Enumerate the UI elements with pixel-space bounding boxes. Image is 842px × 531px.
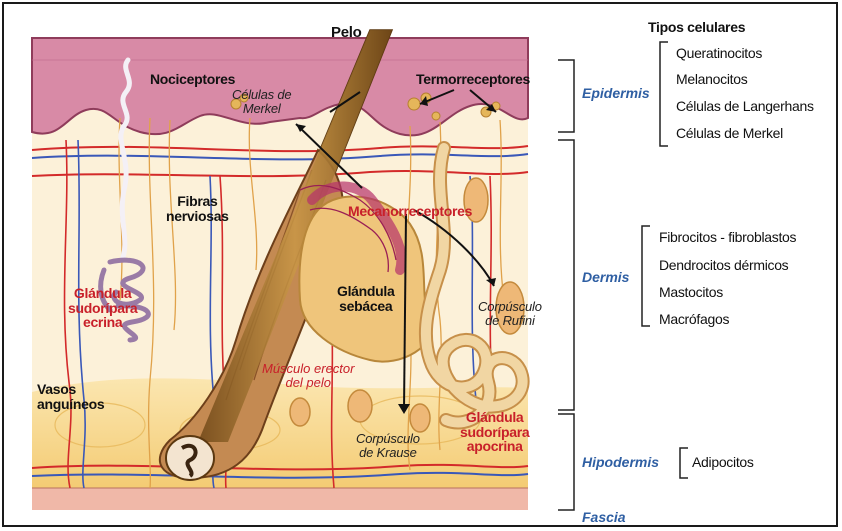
krause-corpuscle (410, 404, 430, 432)
label-corpusculo-krause: Corpúsculo de Krause (356, 432, 420, 459)
label-vasos: Vasos anguíneos (37, 382, 104, 411)
label-glandula-apocrina: Glándula sudorípara apocrina (460, 410, 529, 454)
label-termorreceptores: Termorreceptores (416, 72, 530, 87)
label-nociceptores: Nociceptores (150, 72, 235, 87)
cell-fibrocitos: Fibrocitos - fibroblastos (659, 230, 796, 245)
cell-dendrocitos: Dendrocitos dérmicos (659, 258, 788, 273)
legend-title: Tipos celulares (648, 20, 745, 35)
cell-adipocitos: Adipocitos (692, 455, 754, 470)
label-pelo: Pelo (331, 25, 361, 41)
fascia-layer (32, 488, 528, 510)
label-corpusculo-rufini: Corpúsculo de Rufini (478, 300, 542, 327)
label-glandula-ecrina: Glándula sudorípara ecrina (68, 286, 137, 330)
cell-mastocitos: Mastocitos (659, 285, 723, 300)
cell-queratinocitos: Queratinocitos (676, 46, 762, 61)
cell-merkel: Células de Merkel (676, 126, 783, 141)
layer-hipodermis: Hipodermis (582, 455, 659, 470)
label-glandula-sebacea: Glándula sebácea (337, 284, 395, 313)
cell-langerhans: Células de Langerhans (676, 99, 814, 114)
label-fibras-nerviosas: Fibras nerviosas (166, 194, 229, 223)
cell-macrofagos: Macrófagos (659, 312, 729, 327)
label-mecanorreceptores: Mecanorreceptores (348, 204, 472, 219)
layer-epidermis: Epidermis (582, 86, 650, 101)
label-celulas-merkel: Células de Merkel (232, 88, 291, 115)
cell-melanocitos: Melanocitos (676, 72, 747, 87)
layer-dermis: Dermis (582, 270, 629, 285)
label-musculo-erector: Músculo erector del pelo (262, 362, 354, 389)
layer-fascia: Fascia (582, 510, 626, 525)
